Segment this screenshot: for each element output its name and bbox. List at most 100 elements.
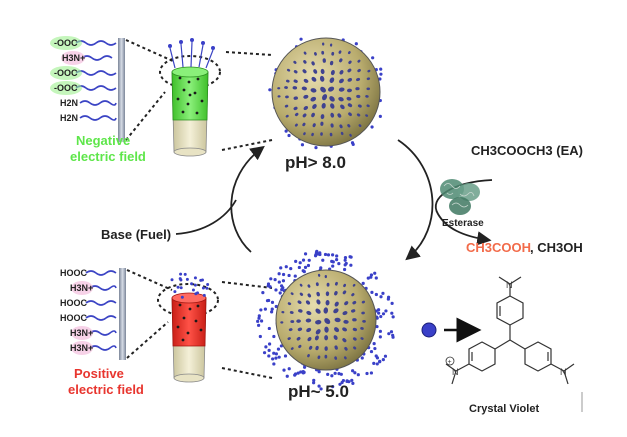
particle [333, 371, 337, 375]
particle [361, 281, 365, 285]
top-group-6: H2N [60, 113, 78, 123]
sphere-pore [293, 96, 298, 100]
particle [273, 278, 277, 282]
sphere-pore [334, 281, 338, 286]
particle [267, 326, 271, 331]
positive-field-label-2: electric field [68, 382, 144, 397]
sphere-pore [352, 301, 357, 305]
sphere-pore [347, 103, 353, 108]
particle [331, 253, 335, 257]
particle [353, 371, 357, 375]
sphere-pore [358, 124, 362, 128]
particle [365, 371, 369, 376]
sphere-pore [299, 283, 303, 287]
sphere-pore [305, 318, 312, 323]
bottom-group-6: H3N+ [70, 343, 93, 353]
sphere-pore [334, 317, 341, 323]
particle [270, 310, 274, 314]
particle [351, 369, 355, 373]
sphere-pore [299, 292, 304, 296]
particle [293, 373, 297, 377]
sphere-pore [365, 114, 369, 117]
particle [302, 370, 306, 374]
sphere-pore [312, 123, 316, 128]
sphere-pore [315, 282, 319, 287]
ph-low-label: pH~ 5.0 [288, 382, 349, 401]
positive-field-label-1: Positive [74, 366, 124, 381]
sphere-pore [338, 50, 342, 54]
sphere-pore [326, 282, 330, 287]
particle [283, 354, 288, 358]
sphere-pore [302, 113, 307, 118]
top-group-5: H2N [60, 98, 78, 108]
particle [375, 324, 379, 329]
particle [344, 261, 348, 266]
particle [185, 277, 189, 281]
particle [370, 125, 374, 129]
particle [193, 276, 197, 280]
particle [267, 348, 271, 352]
particle [378, 329, 382, 333]
top-group-2: H3N+ [62, 53, 85, 63]
particle [200, 278, 204, 282]
particle [373, 346, 377, 351]
sphere-pore [323, 307, 329, 314]
particle [312, 381, 316, 385]
particle [386, 295, 391, 299]
sphere-pore [334, 356, 338, 360]
top-chains [75, 40, 117, 121]
sphere-pore [342, 338, 347, 343]
bottom-pore-tube [170, 272, 210, 383]
sphere-pore [315, 308, 321, 314]
particle [191, 288, 195, 292]
top-group-glows [50, 36, 85, 95]
particle [348, 255, 352, 259]
particle [272, 334, 276, 339]
particle [281, 279, 286, 283]
particle [354, 42, 358, 46]
sphere-pore [303, 60, 307, 64]
particle [265, 299, 270, 303]
sphere-pore [337, 113, 342, 118]
top-wall [118, 38, 125, 142]
sphere-pore [349, 133, 352, 137]
particle [259, 308, 263, 312]
bottom-group-3: HOOC [60, 298, 88, 308]
particle [375, 362, 379, 366]
sphere-pore [352, 283, 356, 287]
particle [287, 367, 291, 371]
particle [389, 330, 394, 334]
particle [299, 370, 303, 374]
particle [391, 333, 395, 337]
particle [373, 271, 377, 275]
sphere-pore [328, 86, 335, 92]
alcohol-label: , CH3OH [530, 240, 583, 255]
particle [301, 258, 306, 262]
sphere-pore [340, 131, 344, 136]
bottom-sphere-pores [280, 273, 366, 360]
sphere-pore [360, 337, 364, 340]
particle [272, 351, 276, 355]
sphere-pore [321, 50, 325, 55]
sphere-pore [296, 337, 301, 341]
particle [263, 307, 267, 311]
particle [303, 265, 308, 269]
sphere-pore [347, 124, 351, 128]
particle [193, 283, 197, 287]
particle [176, 285, 180, 289]
sphere-pore [297, 300, 302, 304]
top-group-3: -OOC [54, 68, 78, 78]
particle [384, 309, 388, 313]
particle [179, 278, 183, 282]
particle [337, 262, 341, 266]
sphere-pore [294, 112, 299, 117]
particle [350, 141, 355, 145]
sphere-pore [333, 335, 338, 340]
particle [378, 114, 382, 118]
sphere-pore [324, 275, 327, 279]
sphere-pore [285, 95, 289, 99]
particle [274, 288, 278, 292]
particle [202, 293, 206, 297]
particle [279, 266, 283, 270]
sphere-pore [367, 69, 371, 73]
